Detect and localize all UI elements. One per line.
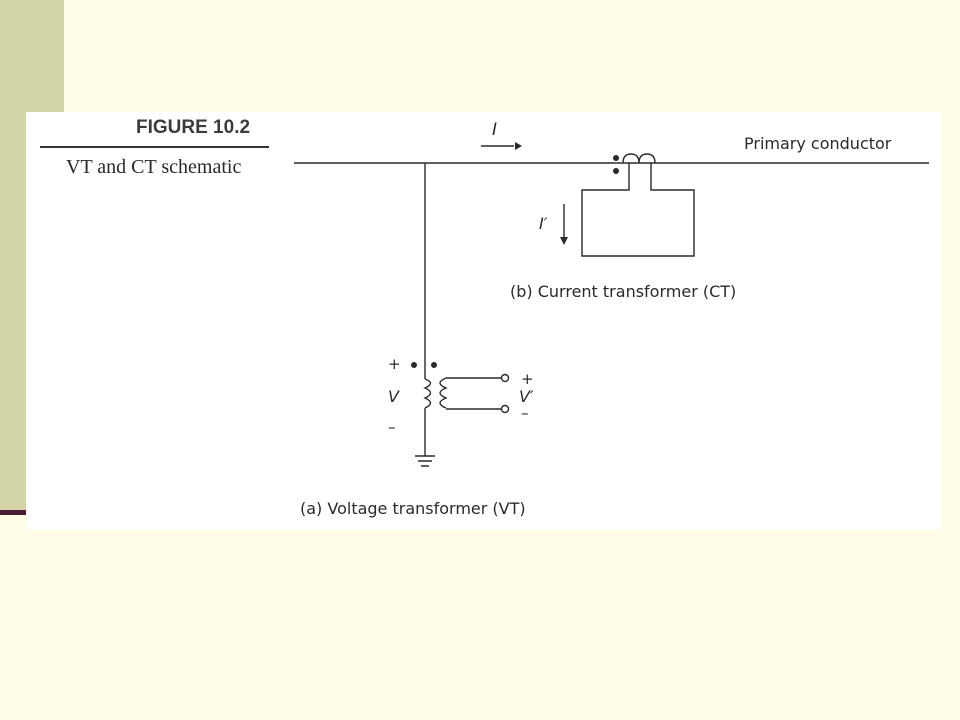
primary-conductor-label: Primary conductor [744,134,892,153]
vt-secondary-polarity-dot [431,362,437,368]
vt-terminal-top [500,373,510,383]
vt-terminal-bottom [500,404,510,414]
vt-secondary-voltage-label: V′ [519,387,534,406]
vt-primary-voltage-label: V [388,387,400,406]
figure-number: FIGURE 10.2 [136,117,251,138]
ct-secondary-current-label: I′ [539,214,548,233]
ct-secondary-loop [581,163,695,257]
vt-ct-schematic: Primary conductor I I′ (b) Current trans… [294,120,929,518]
ct-coil [622,153,656,164]
vt-primary-plus: + [388,355,401,373]
ct-secondary-arrowhead [560,237,568,245]
vt-primary-minus: – [388,418,396,436]
figure-title-rule [40,146,269,148]
vt-secondary-coil [439,377,448,409]
primary-current-label: I [492,120,497,140]
primary-current-arrowhead [515,142,522,150]
ct-caption: (b) Current transformer (CT) [510,282,736,301]
figure-panel: FIGURE 10.2 VT and CT schematic [26,112,941,530]
ground-symbol [415,455,435,467]
figure-caption: VT and CT schematic [66,156,242,178]
vt-secondary-minus: – [521,404,529,422]
vt-primary-coil [423,378,432,409]
vt-caption: (a) Voltage transformer (VT) [300,499,526,518]
ct-polarity-dot-bottom [613,168,619,174]
vt-primary-polarity-dot [411,362,417,368]
ct-polarity-dot-top [613,155,619,161]
vt-secondary-plus: + [521,370,534,388]
